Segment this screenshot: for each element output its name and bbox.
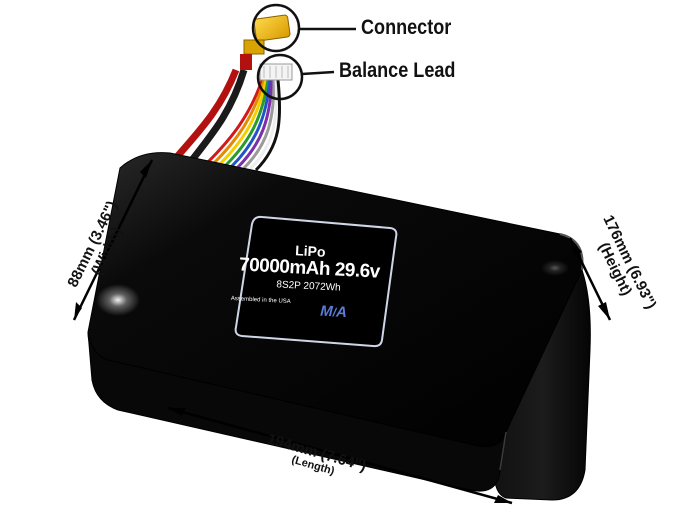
connector-callout-marker bbox=[251, 3, 356, 53]
width-dimension-arrow bbox=[72, 159, 154, 321]
connector-label: Connector bbox=[361, 16, 452, 39]
balance-lead-plug bbox=[259, 63, 293, 81]
brand-logo-icon: M/A bbox=[319, 302, 348, 322]
glare-highlight bbox=[96, 284, 140, 316]
xt-connector bbox=[240, 14, 291, 70]
wire-bundle bbox=[173, 68, 282, 172]
assembled-in-usa-text: Assembled in the USA bbox=[230, 295, 291, 306]
balance-lead-callout-marker bbox=[256, 53, 335, 101]
label-card-shape bbox=[234, 215, 398, 348]
battery-label: LiPo 70000mAh 29.6v 8S2P 2072Wh Assemble… bbox=[231, 214, 383, 339]
length-dimension-arrow bbox=[167, 406, 513, 505]
height-dimension-arrow bbox=[568, 237, 612, 321]
balance-lead-label: Balance Lead bbox=[339, 59, 456, 82]
